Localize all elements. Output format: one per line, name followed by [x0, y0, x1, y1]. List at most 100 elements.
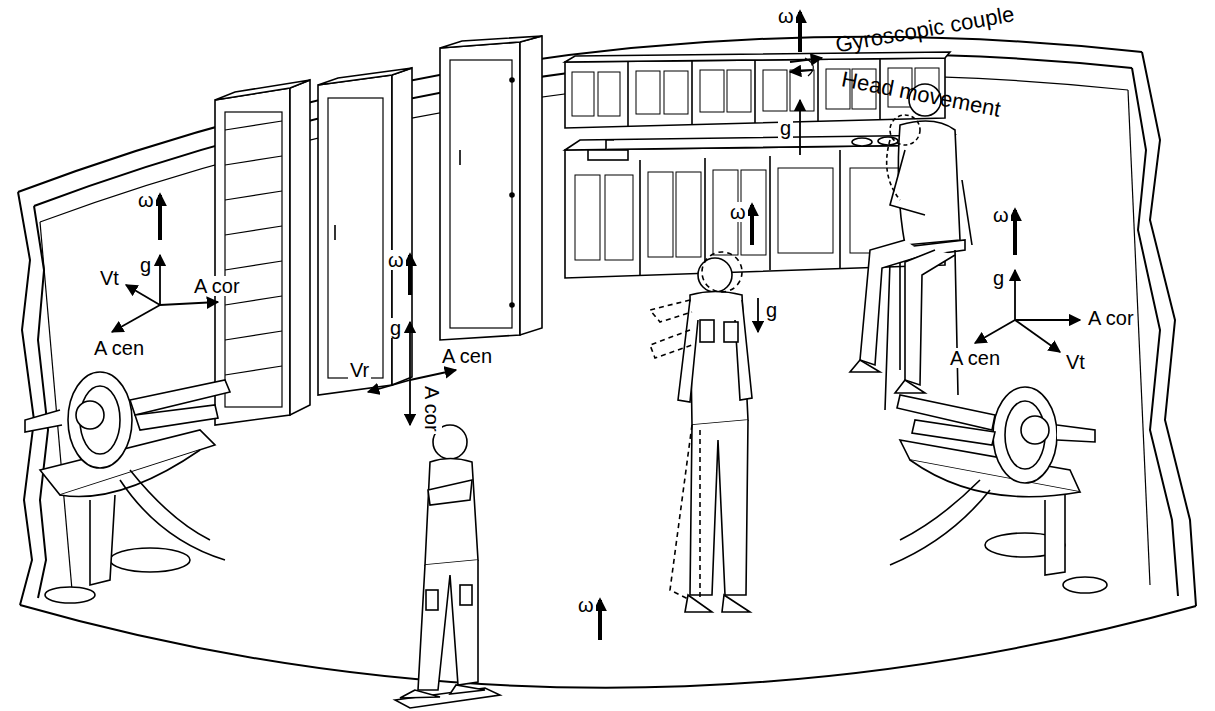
vector-arrows: [1013, 210, 1017, 255]
seated-crewman: [890, 150, 925, 215]
standing-crewman: [395, 425, 500, 708]
moving-crewman: [650, 252, 752, 612]
galley-counter: [664, 71, 688, 114]
gravity-label: g: [388, 318, 403, 338]
vector-arrows: [408, 255, 412, 295]
vector-arrows: [757, 298, 759, 332]
seated-crewman: [962, 180, 972, 245]
galley-counter: [606, 140, 614, 150]
galley-counter: [575, 175, 600, 260]
galley-counter: [754, 60, 756, 123]
moving-crewman: [685, 595, 750, 612]
galley-counter: [778, 168, 833, 253]
moving-crewman: [650, 252, 742, 600]
gravity-label: g: [764, 300, 779, 320]
galley-counter: [691, 60, 693, 124]
restrained-crewman-right: [890, 480, 990, 565]
moving-crewman: [702, 252, 742, 292]
storage-cabinets: [510, 193, 514, 197]
vector-arrows: [158, 195, 162, 240]
restrained-crewman-left: [25, 410, 62, 432]
restrained-crewman-right: [1045, 495, 1065, 575]
storage-cabinets: [225, 112, 282, 407]
coriolis-label: A cor: [422, 384, 442, 434]
vector-arrows: [799, 100, 801, 155]
storage-cabinets: [440, 42, 520, 340]
galley-counter: [588, 150, 628, 160]
galley-counter: [598, 72, 620, 116]
galley-counter: [852, 138, 872, 146]
seated-crewman: [890, 115, 920, 145]
chamber-outline: [18, 192, 34, 605]
storage-cabinets: [440, 36, 542, 48]
vector-arrows: [1015, 319, 1080, 321]
restrained-crewman-left: [110, 548, 190, 572]
gravity-label: g: [778, 118, 793, 138]
storage-cabinets: [510, 78, 514, 82]
moving-crewman: [670, 425, 692, 600]
galley-counter: [817, 59, 819, 121]
vector-arrows: [410, 370, 456, 380]
vector-arrows: [798, 12, 802, 52]
omega-label: ω: [728, 202, 748, 222]
vector-arrows: [112, 12, 1080, 640]
storage-cabinets: [225, 296, 282, 305]
storage-cabinets: [334, 225, 336, 240]
seated-crewman: [885, 250, 958, 410]
storage-cabinets: [318, 68, 412, 85]
omega-label: ω: [991, 205, 1011, 225]
storage-cabinets: [225, 156, 282, 165]
moving-crewman: [700, 320, 714, 342]
gravity-label: g: [138, 255, 153, 275]
storage-cabinets: [290, 80, 310, 415]
omega-label: ω: [576, 595, 596, 615]
galley-counter: [565, 135, 955, 150]
seated-crewman: [887, 140, 900, 200]
galley-counter: [639, 160, 641, 275]
galley-counter: [572, 72, 594, 116]
standing-crewman: [426, 590, 438, 610]
standing-crewman: [418, 560, 478, 690]
storage-cabinets: [520, 36, 542, 335]
storage-cabinets: [328, 98, 383, 378]
chamber-outline: [18, 37, 1196, 688]
moving-crewman: [690, 420, 748, 595]
chamber-outline: [20, 605, 1196, 688]
vector-arrows: [112, 305, 160, 332]
vector-arrows: [159, 255, 161, 305]
galley-counter: [790, 70, 814, 111]
moving-crewman: [678, 300, 698, 402]
coriolis-label: A cor: [1086, 308, 1136, 328]
restrained-crewman-left: [120, 470, 225, 560]
restrained-crewman-left: [25, 372, 230, 603]
storage-cabinets: [225, 331, 282, 340]
moving-crewman: [650, 300, 692, 322]
centripetal-label: A cen: [92, 338, 146, 358]
vector-arrows: [805, 58, 813, 76]
velocity-label: Vr: [348, 360, 371, 380]
storage-cabinets: [225, 121, 282, 130]
restrained-crewman-right: [912, 420, 995, 445]
galley-counter: [565, 52, 950, 62]
storage-cabinets: [225, 261, 282, 270]
seated-crewman: [850, 360, 925, 393]
moving-crewman: [735, 300, 752, 400]
storage-cabinets: [459, 150, 461, 165]
storage-cabinets: [225, 366, 282, 375]
galley-counter: [763, 70, 787, 111]
storage-cabinets: [318, 75, 392, 395]
vector-arrows: [126, 285, 160, 305]
galley-counter: [627, 61, 629, 126]
gravity-label: g: [991, 268, 1006, 288]
galley-counter: [839, 150, 841, 268]
vector-arrows: [409, 322, 411, 380]
velocity-label: Vt: [1064, 352, 1087, 372]
moving-crewman: [699, 430, 701, 600]
restrained-crewman-right: [1057, 425, 1095, 442]
vector-arrows: [160, 302, 218, 305]
galley-counter: [727, 70, 751, 112]
omega-label: ω: [386, 250, 406, 270]
galley-counter: [700, 70, 724, 112]
